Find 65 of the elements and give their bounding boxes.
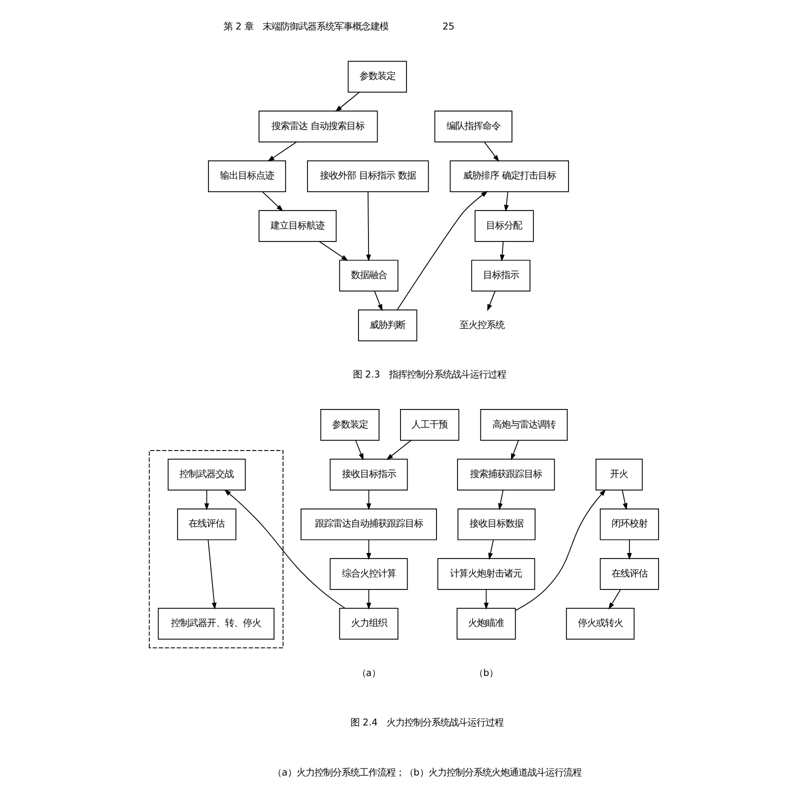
arrow [514, 489, 606, 611]
node-box: 火炮瞄准 [456, 608, 516, 640]
node-box: 控制武器交战 [167, 458, 246, 490]
node-box: 闭环校射 [599, 508, 658, 540]
node-box: 搜索雷达 自动搜索目标 [258, 110, 378, 142]
node-box: 参数装定 [347, 60, 406, 93]
node-box: 目标分配 [474, 210, 534, 242]
label: 图 2.3 指挥控制分系统战斗运行过程 [352, 370, 506, 381]
node-box: 人工干预 [400, 409, 459, 441]
arrow [608, 589, 620, 610]
arrow [498, 490, 503, 510]
node-box: 数据融合 [338, 260, 398, 292]
label: （a） [356, 668, 380, 679]
arrow [334, 92, 360, 112]
node-box: 火力组织 [338, 608, 398, 640]
arrow [483, 589, 488, 610]
arrow [510, 440, 518, 460]
node-box: 停火或转火 [565, 608, 634, 640]
arrow [386, 440, 411, 460]
node-box: 输出目标点迹 [208, 160, 286, 192]
node-text: 至火控系统 [458, 320, 504, 331]
node-box: 威胁判断 [358, 310, 417, 342]
node-box: 在线评估 [176, 508, 236, 540]
node-box: 接收目标数据 [457, 508, 536, 540]
cluster [148, 450, 283, 648]
node-box: 建立目标航迹 [258, 210, 336, 242]
node-box: 搜索捕获跟踪目标 [456, 458, 554, 490]
arrow [499, 241, 504, 262]
arrow [262, 191, 283, 212]
node-box: 接收外部 目标指示 数据 [306, 160, 428, 192]
arrow [366, 490, 371, 510]
label: 图 2.4 火力控制分系统战斗运行过程 [350, 718, 504, 729]
arrow [486, 290, 495, 312]
node-box: 高炮与雷达调转 [480, 409, 568, 441]
arrow [374, 290, 382, 312]
node-box: 计算火炮射击诸元 [436, 558, 535, 590]
node-box: 编队指挥命令 [434, 110, 512, 142]
node-box: 威胁排序 确定打击目标 [449, 160, 568, 192]
arrow [366, 192, 370, 262]
label: 25 [442, 21, 454, 32]
arrow [626, 539, 632, 560]
arrow [504, 191, 508, 212]
node-box: 控制武器开、转、停火 [157, 608, 274, 640]
arrow [354, 440, 364, 460]
node-box: 在线评估 [599, 558, 658, 590]
label: 第 2 章 末端防御武器系统军事概念建模 [223, 21, 388, 32]
arrow [267, 142, 296, 162]
node-box: 综合火控计算 [329, 558, 408, 590]
node-box: 开火 [595, 458, 642, 490]
arrow [396, 190, 488, 310]
arrow [366, 589, 371, 610]
node-box: 参数装定 [320, 409, 379, 441]
arrow [318, 241, 348, 261]
node-box: 跟踪雷达自动捕获跟踪目标 [300, 508, 436, 540]
arrow [366, 539, 371, 560]
node-box: 目标指示 [470, 260, 530, 292]
arrow [483, 142, 499, 162]
node-box: 接收目标指示 [329, 458, 408, 490]
arrow [621, 490, 627, 510]
arrow [224, 489, 346, 609]
label: （a）火力控制分系统工作流程；（b）火力控制分系统火炮通道战斗运行流程 [272, 767, 581, 778]
arrow [488, 539, 494, 560]
label: （b） [474, 668, 498, 679]
arrow [204, 490, 209, 510]
arrow [207, 540, 216, 610]
